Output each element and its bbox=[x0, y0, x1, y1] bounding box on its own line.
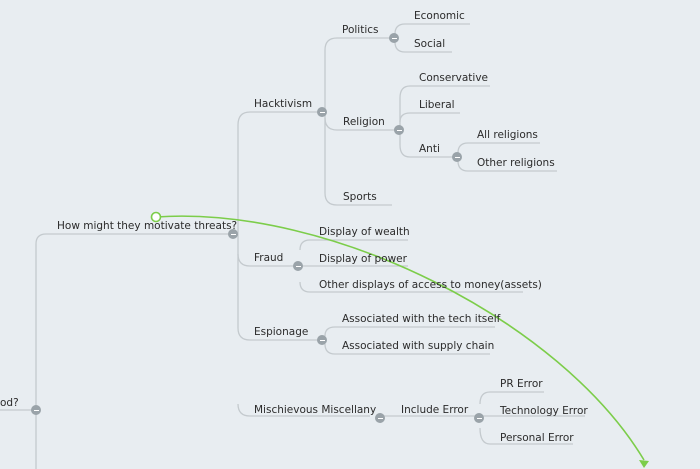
node-hacktivism[interactable]: Hacktivism bbox=[254, 98, 313, 110]
node-other-religions[interactable]: Other religions bbox=[477, 157, 555, 169]
node-fraud[interactable]: Fraud bbox=[254, 252, 284, 264]
node-display-of-wealth[interactable]: Display of wealth bbox=[319, 226, 410, 238]
node-associated-with-supply-chain[interactable]: Associated with supply chain bbox=[342, 340, 495, 352]
node-liberal[interactable]: Liberal bbox=[419, 99, 455, 111]
collapse-include-error-button[interactable] bbox=[474, 413, 484, 423]
node-conservative[interactable]: Conservative bbox=[419, 72, 489, 84]
node-religion[interactable]: Religion bbox=[343, 116, 385, 128]
node-espionage[interactable]: Espionage bbox=[254, 326, 309, 338]
node-associated-with-the-tech-itself[interactable]: Associated with the tech itself bbox=[342, 313, 501, 325]
node-root-partial[interactable]: od? bbox=[0, 397, 19, 409]
collapse-mischievous-button[interactable] bbox=[375, 413, 385, 423]
node-social[interactable]: Social bbox=[414, 38, 446, 50]
branch-lines bbox=[0, 23, 585, 469]
collapse-hacktivism-button[interactable] bbox=[317, 107, 327, 117]
collapse-politics-button[interactable] bbox=[389, 33, 399, 43]
node-mischievous-miscellany[interactable]: Mischievous Miscellany bbox=[254, 404, 377, 416]
node-technology-error[interactable]: Technology Error bbox=[500, 405, 588, 417]
relationship-arrow[interactable] bbox=[155, 215, 645, 461]
node-display-of-power[interactable]: Display of power bbox=[319, 253, 407, 265]
node-personal-error[interactable]: Personal Error bbox=[500, 432, 574, 444]
collapse-anti-button[interactable] bbox=[452, 152, 462, 162]
collapse-root-button[interactable] bbox=[31, 405, 41, 415]
collapse-espionage-button[interactable] bbox=[317, 335, 327, 345]
node-how-might-they-motivate-threats[interactable]: How might they motivate threats? bbox=[57, 220, 238, 232]
node-politics[interactable]: Politics bbox=[342, 24, 379, 36]
node-anti[interactable]: Anti bbox=[419, 143, 440, 155]
collapse-fraud-button[interactable] bbox=[293, 261, 303, 271]
node-include-error[interactable]: Include Error bbox=[401, 404, 469, 416]
relationship-arrowhead bbox=[639, 460, 649, 468]
relationship-start-handle[interactable] bbox=[150, 211, 162, 223]
collapse-motivate-button[interactable] bbox=[228, 229, 238, 239]
node-pr-error[interactable]: PR Error bbox=[500, 378, 543, 390]
node-other-displays-of-access-to-money[interactable]: Other displays of access to money(assets… bbox=[319, 279, 542, 291]
node-sports[interactable]: Sports bbox=[343, 191, 377, 203]
collapse-religion-button[interactable] bbox=[394, 125, 404, 135]
node-all-religions[interactable]: All religions bbox=[477, 129, 538, 141]
node-economic[interactable]: Economic bbox=[414, 10, 465, 22]
